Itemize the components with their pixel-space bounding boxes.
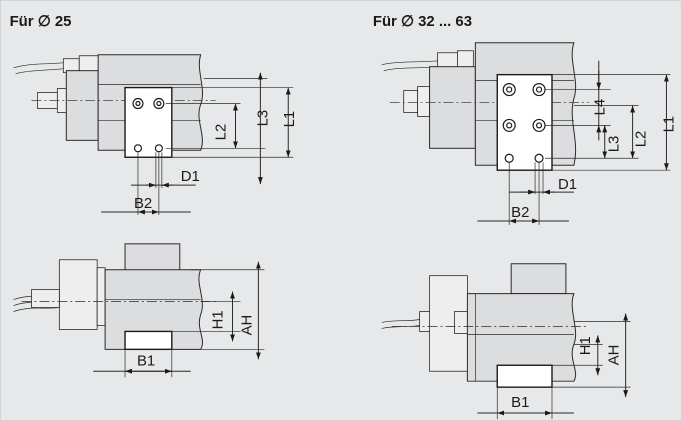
dim-label-h1-left: H1 <box>210 310 227 329</box>
title-right: Für ∅ 32 ... 63 <box>373 13 472 30</box>
dim-label-h1-right: H1 <box>577 336 594 355</box>
left-side-view <box>13 243 265 378</box>
dim-label-b2-right: B2 <box>511 204 529 221</box>
right-side-view <box>381 263 631 420</box>
dim-label-l3: L3 <box>254 110 271 127</box>
dim-label-l4: L4 <box>592 99 609 116</box>
dim-label-l2-right: L2 <box>633 131 650 148</box>
dim-label-l1-right: L1 <box>660 116 677 133</box>
dim-label-l2: L2 <box>213 124 230 141</box>
dim-label-b2: B2 <box>134 195 152 212</box>
dim-label-b1-right: B1 <box>511 394 529 411</box>
left-top-view <box>13 54 294 215</box>
dim-label-ah-left: AH <box>238 315 255 336</box>
dim-label-l1: L1 <box>281 111 298 128</box>
dim-label-ah-right: AH <box>606 345 623 366</box>
dim-label-l3-right: L3 <box>606 136 623 153</box>
dim-label-b1-left: B1 <box>137 352 155 369</box>
dim-label-d1: D1 <box>181 168 200 185</box>
title-left: Für ∅ 25 <box>10 13 72 30</box>
dim-label-d1-right: D1 <box>558 176 577 193</box>
right-top-view <box>381 42 671 225</box>
